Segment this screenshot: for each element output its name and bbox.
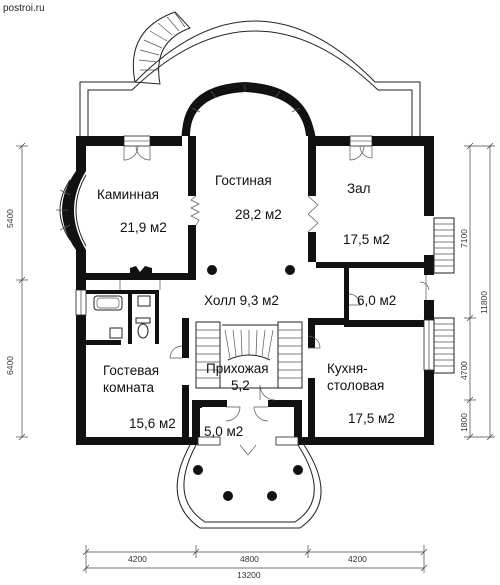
bottom-dimensions: 4200 4800 4200 13200 [82,545,428,580]
room-kaminnaya-area: 21,9 м2 [120,220,167,235]
columns [207,265,295,275]
interior-walls [86,136,426,445]
room-gostevaya-area: 15,6 м2 [129,416,176,431]
room-gostinaya-area: 28,2 м2 [235,207,282,222]
dim-right-1: 7100 [459,229,469,248]
doors [119,145,430,456]
bay-window-left [56,171,87,250]
source-label: postroi.ru [3,3,45,14]
room-zal-area: 17,5 м2 [343,232,390,247]
dim-bottom-1: 4200 [128,554,147,564]
dim-right-3: 1800 [459,413,469,432]
central-stair [195,321,303,389]
side-stair-lower [433,317,455,374]
room-kuhnya-name-1: Кухня- [327,361,368,376]
dim-left-2: 6400 [5,356,15,375]
dim-left-1: 5400 [5,209,15,228]
room-kuhnya-area: 17,5 м2 [348,411,395,426]
side-stair-upper [433,217,455,274]
bathroom-fixtures [93,295,151,339]
dim-right-total: 11800 [479,291,489,314]
terrace-outline [79,20,421,142]
room-prihozhaya-name: Прихожая [206,361,269,376]
rotunda-top [181,82,316,137]
room-zal-name: Зал [347,181,371,196]
room-small-area: 6,0 м2 [357,293,396,308]
dim-bottom-2: 4800 [240,554,259,564]
outer-walls [76,136,434,445]
dim-right-2: 4700 [459,361,469,380]
room-holl-label: Холл 9,3 м2 [204,293,279,308]
room-kuhnya-name-2: столовая [327,378,384,393]
spiral-stair [132,11,191,85]
entrance-porch [176,444,322,529]
room-tambur-area: 5,0 м2 [204,424,243,439]
dim-bottom-total: 13200 [237,570,261,580]
left-dimensions: 5400 6400 [5,142,28,441]
dim-bottom-3: 4200 [348,554,367,564]
room-prihozhaya-area: 5,2 [231,378,250,393]
room-gostevaya-name-2: комната [103,380,155,395]
room-gostevaya-name-1: Гостевая [103,363,159,378]
room-gostinaya-name: Гостиная [215,173,272,188]
windows [75,135,435,446]
right-dimensions: 7100 4700 1800 11800 [459,142,495,441]
room-labels: Каминная 21,9 м2 Гостиная 28,2 м2 Зал 17… [97,173,396,439]
room-kaminnaya-name: Каминная [97,187,159,202]
